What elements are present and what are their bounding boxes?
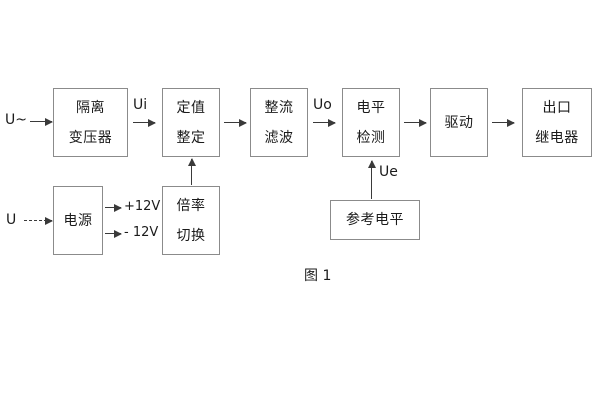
block-multiplier-switch: 倍率 切换: [162, 186, 220, 255]
block-line: 继电器: [535, 129, 579, 146]
arrow-input-dc-to-power-supply: [24, 217, 53, 225]
block-line: 倍率: [176, 197, 206, 214]
block-line: 驱动: [444, 114, 474, 131]
figure-caption: 图 1: [304, 268, 332, 284]
arrow-reference-level-to-level-detection: [367, 160, 376, 199]
block-line: 定值: [176, 99, 206, 116]
block-line: 切换: [176, 227, 206, 244]
block-line: 参考电平: [346, 212, 404, 228]
signal-uo-label: Uo: [313, 97, 332, 113]
block-reference-level: 参考电平: [330, 200, 420, 240]
block-line: 检测: [356, 129, 386, 146]
block-level-detection: 电平 检测: [342, 88, 400, 157]
arrow-rectify-filter-to-level-detection: [313, 118, 336, 127]
block-line: 变压器: [68, 129, 113, 146]
block-isolation-transformer: 隔离 变压器: [53, 88, 128, 157]
arrow-power-supply-positive-rail: [105, 203, 122, 212]
block-rectify-filter: 整流 滤波: [250, 88, 308, 157]
rail-positive-label: +12V: [124, 199, 161, 214]
signal-ue-label: Ue: [379, 164, 398, 180]
block-output-relay: 出口 继电器: [522, 88, 592, 157]
block-drive: 驱动: [430, 88, 488, 157]
rail-negative-label: - 12V: [124, 225, 159, 240]
block-line: 滤波: [264, 129, 294, 146]
arrow-input-ac-to-isolation-transformer: [30, 117, 53, 126]
input-ac-label: U~: [5, 112, 27, 128]
arrow-level-detection-to-drive: [404, 118, 427, 127]
block-line: 电平: [356, 99, 386, 116]
arrow-multiplier-switch-to-setting-value: [187, 158, 196, 185]
signal-ui-label: Ui: [133, 97, 148, 113]
block-line: 隔离: [76, 99, 105, 116]
arrow-setting-value-to-rectify-filter: [224, 118, 247, 127]
block-line: 出口: [542, 99, 572, 116]
arrow-power-supply-negative-rail: [105, 229, 122, 238]
arrow-isolation-transformer-to-setting-value: [133, 118, 156, 127]
block-line: 整定: [176, 129, 206, 146]
block-setting-value: 定值 整定: [162, 88, 220, 157]
block-power-supply: 电源: [53, 186, 103, 255]
block-line: 电源: [63, 212, 93, 229]
block-line: 整流: [264, 99, 294, 116]
arrow-drive-to-output-relay: [492, 118, 515, 127]
input-dc-label: U: [6, 212, 17, 228]
